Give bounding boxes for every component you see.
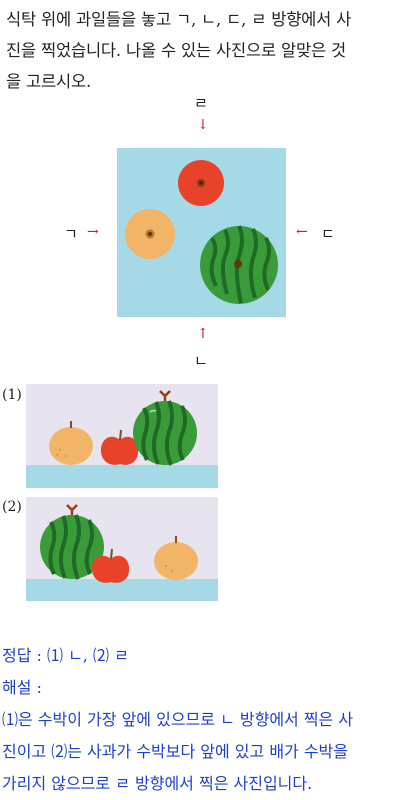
option-1-label: (1)	[2, 387, 22, 403]
question-line-3: 을 고르시오.	[6, 72, 91, 91]
explanation-line-2: 진이고 ⑵는 사과가 수박보다 앞에 있고 배가 수박을	[2, 742, 349, 761]
question-line-1: 식탁 위에 과일들을 놓고 ㄱ, ㄴ, ㄷ, ㄹ 방향에서 사	[6, 10, 352, 29]
label-direction-right: ㄷ	[321, 225, 335, 243]
label-direction-bottom: ㄴ	[194, 352, 208, 370]
answer-line: 정답 : ⑴ ㄴ, ⑵ ㄹ	[2, 646, 129, 665]
apple-side-icon	[100, 429, 139, 465]
arrow-right-icon: →	[87, 224, 99, 240]
explanation-line-3: 가리지 않으므로 ㄹ 방향에서 찍은 사진입니다.	[2, 774, 313, 793]
explanation-heading: 해설 :	[2, 678, 42, 697]
label-direction-left: ㄱ	[64, 225, 78, 243]
apple-top-icon	[178, 160, 224, 206]
watermelon-side-icon	[133, 390, 197, 466]
option-2-photo[interactable]	[26, 497, 218, 601]
watermelon-side-icon	[40, 504, 104, 580]
label-direction-top: ㄹ	[194, 94, 208, 112]
table-top-view	[117, 148, 286, 317]
arrow-left-icon: ←	[296, 224, 308, 240]
pear-side-icon	[154, 536, 198, 580]
pear-side-icon	[49, 421, 93, 465]
option-1-photo[interactable]	[26, 384, 218, 488]
option-2-label: (2)	[2, 499, 22, 515]
arrow-up-icon: ↑	[197, 326, 209, 342]
question-text: 식탁 위에 과일들을 놓고 ㄱ, ㄴ, ㄷ, ㄹ 방향에서 사 진을 찍었습니다…	[6, 4, 398, 97]
answer-block: 정답 : ⑴ ㄴ, ⑵ ㄹ 해설 : ⑴은 수박이 가장 앞에 있으므로 ㄴ 방…	[2, 640, 398, 800]
pear-top-icon	[125, 209, 175, 259]
apple-side-icon	[91, 548, 130, 583]
table-surface	[26, 579, 218, 601]
watermelon-top-icon	[200, 225, 278, 304]
arrow-down-icon: ↓	[197, 117, 209, 133]
question-line-2: 진을 찍었습니다. 나올 수 있는 사진으로 알맞은 것	[6, 41, 346, 60]
table-surface	[26, 465, 218, 488]
explanation-line-1: ⑴은 수박이 가장 앞에 있으므로 ㄴ 방향에서 찍은 사	[2, 710, 354, 729]
